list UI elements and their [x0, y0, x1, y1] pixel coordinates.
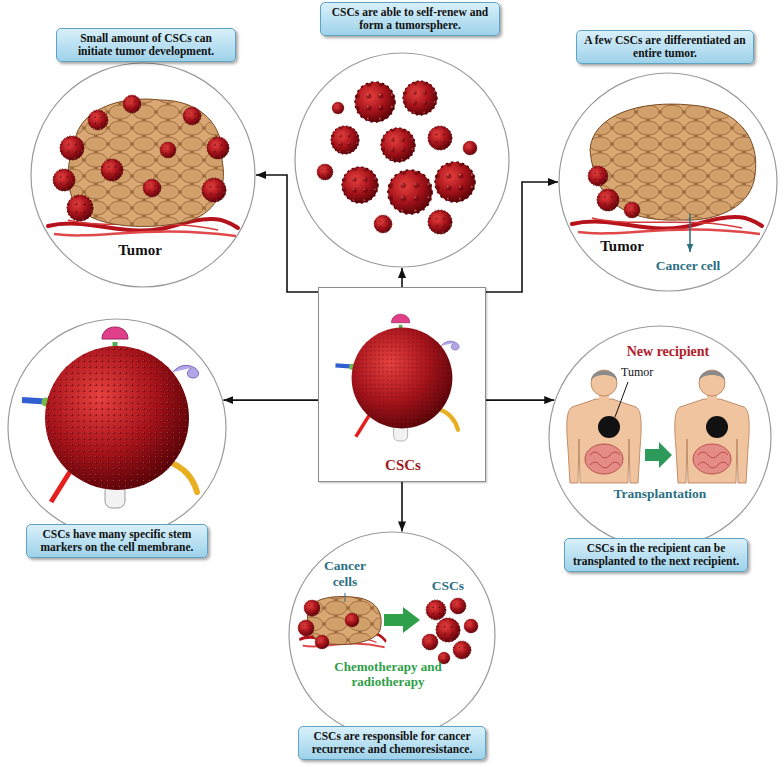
csc-cell	[422, 634, 438, 650]
connector-arrow	[486, 399, 554, 401]
treatment-label: Chemotherapy and radiotherapy	[326, 660, 450, 690]
caption-box: CSCs have many specific stem markers on …	[26, 524, 208, 558]
csc-cell	[355, 82, 395, 122]
human-figure	[675, 370, 749, 483]
csc-label: CSCs	[385, 457, 421, 474]
csc-cell	[67, 195, 93, 221]
caption-box: Small amount of CSCs can initiate tumor …	[56, 28, 236, 62]
part-label: CSCs	[432, 578, 464, 594]
csc-cell	[317, 164, 333, 180]
tumor-label: Tumor	[621, 366, 653, 380]
circle-outline	[294, 52, 510, 268]
csc-cell	[435, 162, 475, 202]
treatment-arrow	[384, 607, 420, 633]
csc-panel: CSCs	[318, 287, 486, 482]
chemoresistance-illustration	[298, 593, 478, 664]
differentiated-tumor-illustration	[572, 104, 762, 252]
illustration-circle: Small amount of CSCs can initiate tumor …	[30, 62, 256, 288]
circle-outline	[295, 53, 509, 267]
leader-line	[345, 593, 346, 602]
csc-cell	[304, 600, 320, 616]
csc-cell	[381, 128, 415, 162]
connector-arrow	[486, 182, 558, 292]
csc-cell	[428, 126, 452, 150]
transplant-arrow	[645, 442, 672, 468]
csc-cell	[298, 620, 314, 636]
tumor-mass	[590, 104, 756, 220]
part-label: Cancer cells	[316, 558, 374, 589]
csc-cell	[315, 635, 329, 649]
part-label: Cancer cell	[656, 258, 721, 274]
csc-cell	[342, 167, 378, 203]
csc-cell	[453, 641, 471, 659]
csc-cell	[463, 141, 477, 155]
csc-with-markers	[22, 327, 199, 508]
csc-cell	[207, 137, 229, 159]
csc-cell	[388, 170, 432, 214]
transplantation-illustration	[567, 370, 749, 483]
hub-csc-illustration	[336, 314, 460, 441]
connector-arrow	[223, 399, 318, 401]
csc-cell	[143, 179, 161, 197]
csc-cell	[588, 166, 608, 186]
csc-cell	[426, 600, 446, 620]
circle-outline	[7, 318, 227, 538]
illustration-circle: CSCs have many specific stem markers on …	[7, 318, 227, 538]
illustration-circle: CSCs are responsible for cancer recurren…	[288, 531, 496, 739]
csc-cell	[597, 189, 619, 211]
csc-cell	[53, 169, 75, 191]
csc-cell	[331, 126, 359, 154]
circle-outline	[288, 531, 496, 739]
human-figure	[567, 370, 641, 483]
connector-arrow	[401, 482, 403, 531]
connector-arrow	[256, 175, 318, 292]
csc-cell	[450, 598, 466, 614]
leader-line	[615, 382, 628, 417]
tumor-illustration	[48, 95, 238, 236]
circle-outline	[549, 326, 771, 548]
csc-with-markers	[336, 314, 460, 441]
part-label: Transplantation	[614, 486, 707, 502]
circle-outline	[31, 63, 255, 287]
stem-marker-illustration	[22, 327, 199, 508]
circle-outline	[8, 319, 226, 537]
csc-cell	[624, 202, 640, 218]
tumor-label: Tumor	[600, 238, 644, 255]
csc-cell	[374, 215, 392, 233]
csc-cell	[202, 178, 226, 202]
circle-outline	[559, 73, 777, 291]
leader-line	[689, 214, 691, 252]
caption-box: A few CSCs are differentiated an entire …	[576, 30, 754, 64]
csc-cell	[88, 110, 108, 130]
caption-box: CSCs are able to self-renew and form a t…	[320, 2, 500, 36]
illustration-circle: CSCs in the recipient can be transplante…	[548, 325, 772, 549]
caption-box: CSCs in the recipient can be transplante…	[564, 538, 748, 572]
csc-cell	[123, 95, 141, 113]
circle-outline	[289, 532, 495, 738]
csc-cell	[345, 613, 359, 627]
csc-cell	[464, 619, 478, 633]
csc-cell	[436, 618, 460, 642]
csc-cell	[183, 107, 201, 125]
illustration-circle: CSCs are able to self-renew and form a t…	[294, 52, 510, 268]
csc-cell	[101, 159, 123, 181]
csc-cell	[428, 210, 452, 234]
recipient-label: New recipient	[627, 344, 710, 360]
csc-cell	[160, 142, 176, 158]
tumor-label: Tumor	[118, 242, 162, 259]
csc-cell	[403, 81, 437, 115]
tumorsphere-illustration	[317, 81, 477, 234]
csc-cell	[332, 102, 344, 114]
caption-box: CSCs are responsible for cancer recurren…	[298, 726, 486, 760]
csc-cell	[60, 136, 84, 160]
illustration-circle: A few CSCs are differentiated an entire …	[558, 72, 778, 292]
connector-arrow	[401, 268, 403, 287]
